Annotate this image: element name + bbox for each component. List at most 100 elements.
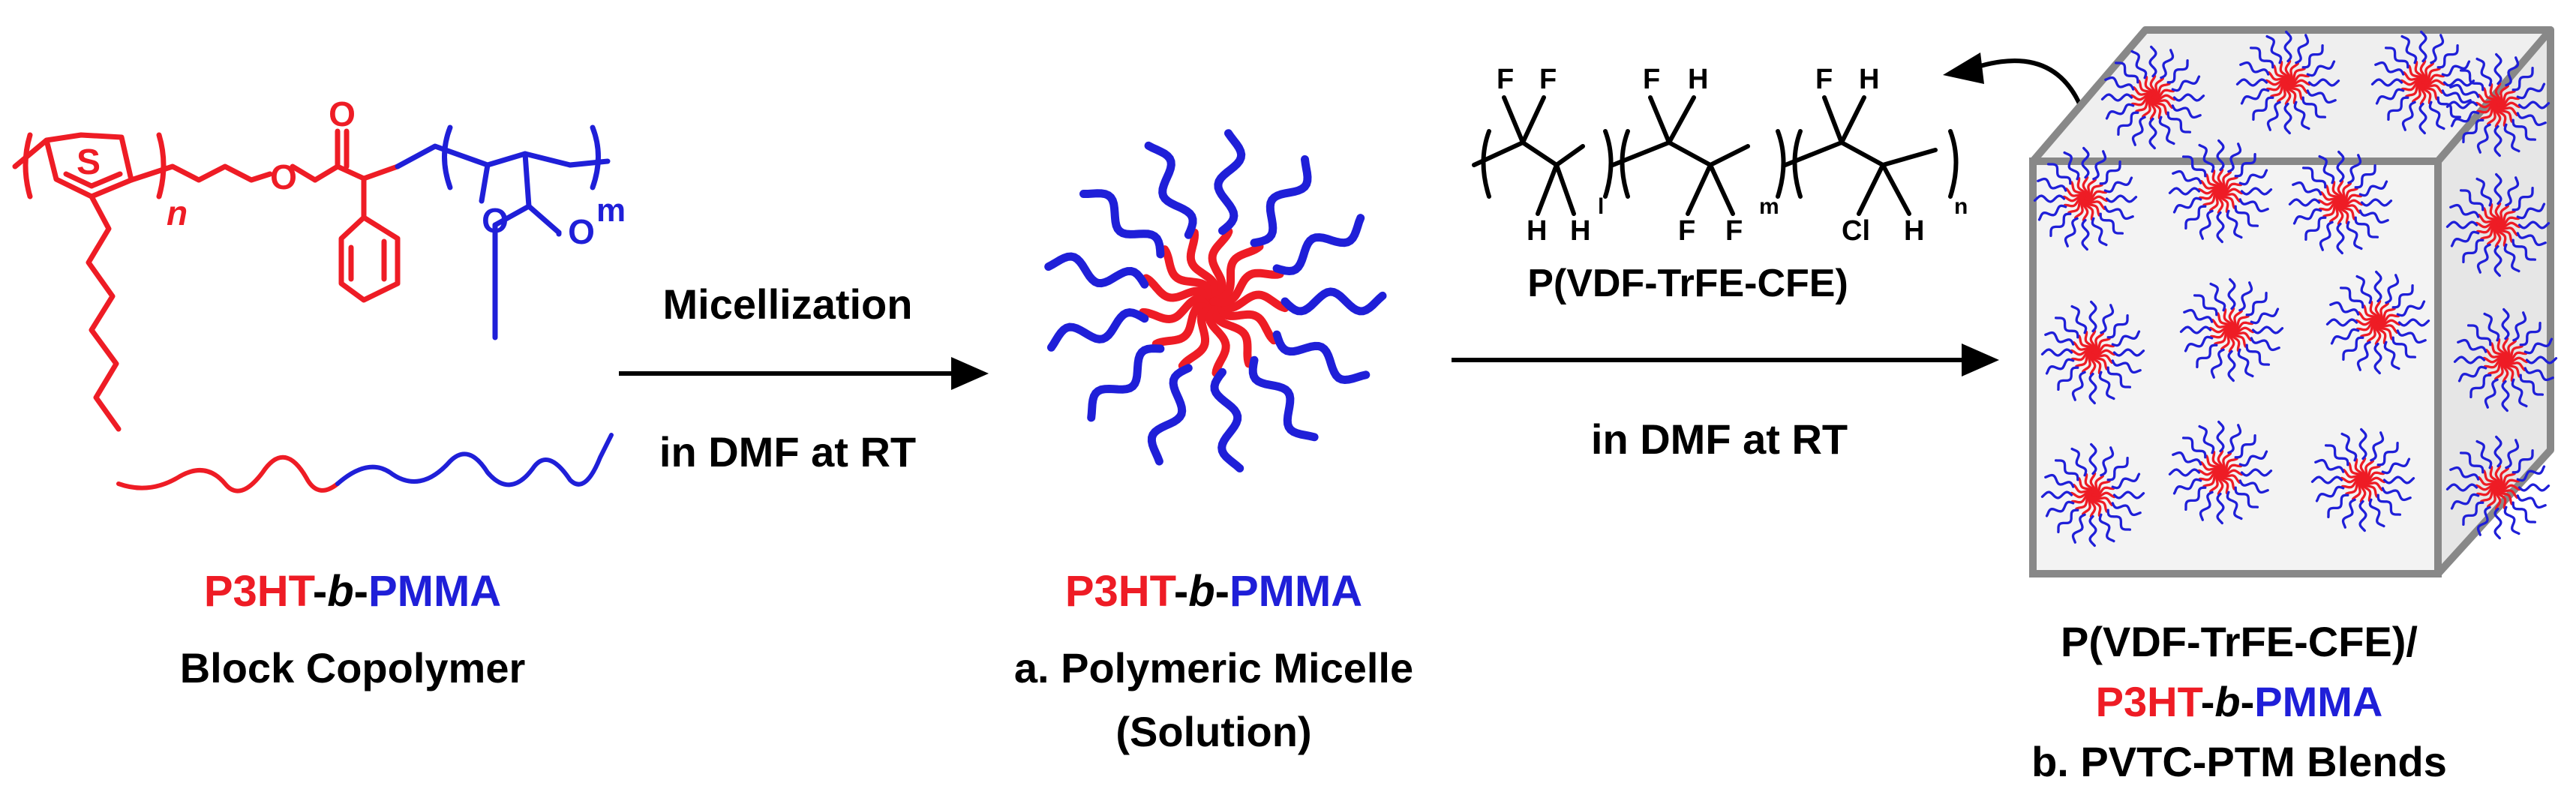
blend-micelle-core-arm (2421, 81, 2438, 100)
blend-micelle-corona-arm (2339, 286, 2364, 309)
micelle-core-arm (1209, 297, 1253, 368)
blend-micelle-corona-arm (2160, 49, 2175, 80)
blend-micelle-corona-arm (2234, 434, 2256, 459)
blend-micelle-corona-arm (2070, 447, 2088, 477)
blend-micelle-core-arm (2361, 478, 2378, 498)
blend-micelle-corona-arm (2098, 513, 2115, 543)
blend-micelle-core-arm (2496, 484, 2521, 491)
blend-micelle-core-arm (2218, 190, 2229, 213)
blend-micelle-core-arm (2503, 358, 2514, 382)
blend-micelle-core-arm (2228, 307, 2235, 332)
blend-micelle-corona-arm (2516, 82, 2546, 100)
blend-micelle-core-arm (2091, 332, 2104, 354)
blend-micelle-core-arm (2376, 319, 2401, 326)
blend-micelle-corona-arm (2493, 172, 2502, 206)
blend-micelle (2445, 172, 2550, 278)
blend-micelle-corona-arm (2493, 244, 2502, 278)
blend-name-b: b (2214, 678, 2240, 725)
blend-micelle-core-arm (2062, 195, 2087, 202)
blend-micelle-corona-arm (2238, 479, 2269, 494)
blend-micelle-corona-arm (2516, 232, 2547, 247)
blend-micelle-corona-arm (2088, 300, 2097, 333)
blend-micelle-corona-arm (2354, 216, 2379, 238)
blend-micelle-core-arm (2502, 337, 2509, 362)
blend-micelle-corona-arm (2445, 100, 2478, 110)
blend-micelle-core-arm (2067, 197, 2087, 214)
blend-micelle-corona-arm (2111, 330, 2141, 347)
blend-micelle-core-arm (2496, 96, 2520, 107)
blend-micelle-corona-arm (2511, 448, 2534, 474)
blend-micelle-corona-arm (2430, 34, 2445, 64)
blend-micelle-corona-arm (2209, 282, 2226, 312)
blend-micelle-core-arm (2082, 197, 2089, 222)
blend-micelle-corona-arm (2171, 75, 2201, 92)
blend-micelle-core-arm (2268, 71, 2289, 84)
blend-micelle-corona-arm (2391, 336, 2417, 358)
micelle-core-arm (1142, 274, 1218, 306)
copolymer-name-sep2: - (354, 567, 368, 616)
blend-micelle-core-arm (2494, 464, 2502, 489)
blend-micelle-corona-arm (2503, 506, 2520, 536)
blend-micelle-core-arm (2151, 96, 2173, 109)
blend-micelle-corona-arm (2358, 500, 2367, 532)
blend-micelle-core-arm (2483, 470, 2499, 489)
blend-micelle-core-arm (2476, 223, 2499, 234)
blend-micelle-core-arm (2084, 178, 2097, 200)
blend-micelle-corona-arm (2450, 493, 2480, 510)
micelle-core-arm (1209, 268, 1284, 307)
blend-micelle-core-arm (2374, 321, 2382, 346)
blend-micelle-corona-arm (2293, 100, 2310, 130)
blend-micelle (2453, 308, 2558, 412)
blend-micelle-core-arm (2286, 81, 2308, 94)
blend-micelle-core-arm (2339, 201, 2355, 220)
blend-micelle-core-arm (2089, 472, 2097, 496)
blend-micelle-corona-arm (2106, 314, 2129, 339)
blend-micelle-core-arm (2151, 82, 2171, 99)
blend-micelle-core-arm (2070, 491, 2094, 499)
blend-micelle-corona-arm (2391, 284, 2414, 309)
blend-micelle-corona-arm (2301, 96, 2327, 118)
blend-caption: b. PVTC-PTM Blends (2031, 738, 2447, 785)
blend-micelle-core-arm (2284, 59, 2292, 84)
blend-micelle-core-arm (2091, 344, 2115, 355)
blend-micelle-core-arm (2265, 79, 2289, 86)
pvtc-subscript-l: l (1598, 194, 1604, 219)
blend-micelle-corona-arm (2493, 507, 2502, 540)
blend-micelle-corona-arm (2252, 96, 2274, 122)
blend-micelle-corona-arm (2168, 187, 2201, 196)
blend-micelle (2040, 442, 2145, 548)
ester-oxygen: O (270, 158, 297, 196)
blend-micelle-core-arm (2211, 451, 2223, 474)
micelle-corona-arm (1087, 344, 1165, 422)
blend-micelle-corona-arm (2183, 308, 2214, 323)
blend-micelle-corona-arm (2318, 154, 2335, 184)
blend-micelle-core-arm (2421, 68, 2441, 84)
blend-micelle-core-arm (2494, 224, 2502, 248)
blend-micelle-core-arm (2496, 85, 2509, 106)
blend-micelle-corona-arm (2131, 116, 2146, 146)
polymeric-micelle (1044, 129, 1387, 472)
blend-micelle (2445, 435, 2550, 540)
blend-micelle-core-arm (2135, 96, 2154, 112)
blend-micelle-core-arm (2496, 216, 2520, 227)
blend-micelle-corona-arm (2106, 366, 2132, 388)
blend-micelle-corona-arm (2250, 337, 2280, 352)
micelle-name-sep2: - (1215, 567, 1229, 616)
blend-micelle-core-arm (2151, 96, 2162, 119)
blend-micelle-corona-arm (2462, 118, 2484, 144)
blend-micelle-core-arm (2496, 101, 2521, 109)
pvtc-h2: H (1570, 215, 1590, 247)
blend-micelle-core-arm (2211, 319, 2233, 332)
pvtc-f2: F (1539, 64, 1557, 95)
blend-name-pmma: PMMA (2254, 678, 2382, 725)
blend-micelle-corona-arm (2517, 483, 2550, 492)
blend-micelle-corona-arm (2199, 209, 2214, 240)
blend-micelle-core-arm (2348, 462, 2364, 482)
blend-micelle-corona-arm (2342, 336, 2364, 362)
blend-micelle-corona-arm (2240, 88, 2270, 105)
blend-micelle-corona-arm (2346, 220, 2363, 250)
blend-micelle-corona-arm (2375, 88, 2405, 105)
blend-micelle-core-arm (2070, 181, 2087, 200)
copolymer-name-sep1: - (313, 567, 327, 616)
blend-micelle-core-arm (2504, 356, 2529, 364)
